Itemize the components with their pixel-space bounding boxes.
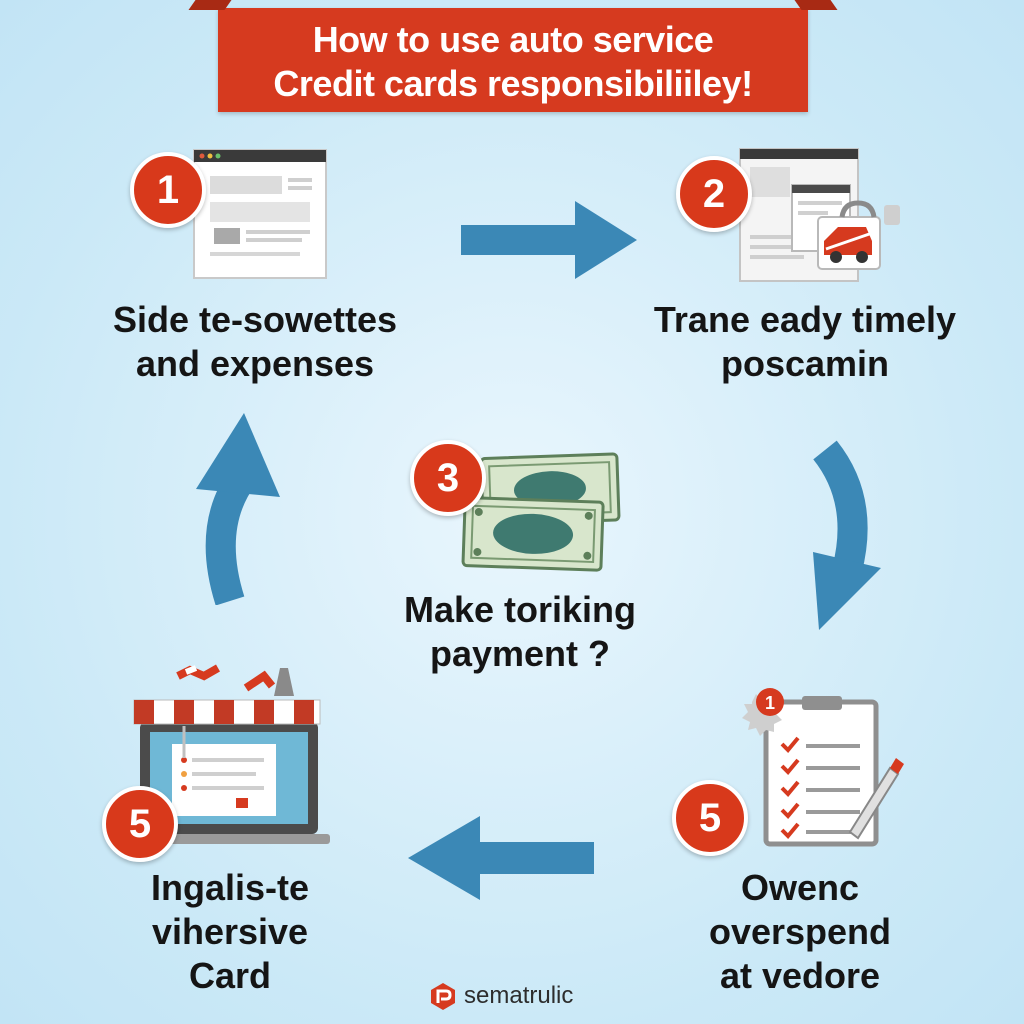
step-5-right-label-line-2: overspend [708, 911, 892, 952]
step-5-left-label-line-1: Ingalis-te [150, 867, 310, 908]
step-1-label: Side te-sowettes and expenses [70, 298, 440, 386]
step-5-right-label-line-1: Owenc [740, 867, 860, 908]
title-banner: How to use auto service Credit cards res… [188, 0, 838, 112]
arrow-right [461, 201, 637, 279]
step-3-badge: 3 [410, 440, 486, 516]
step-5-left-label-line-3: Card [188, 955, 272, 996]
step-3-label-line-1: Make toriking [403, 589, 637, 630]
banner-fold-right [794, 0, 838, 10]
arrow-left [408, 816, 594, 900]
step-5-right-label-line-3: at vedore [719, 955, 881, 996]
browser-window-illustration [193, 149, 327, 279]
brand-footer: sematrulic [428, 980, 573, 1012]
step-1-label-line-1: Side te-sowettes [112, 299, 398, 340]
brand-logo-icon [431, 983, 455, 1010]
laptop-storefront-illustration [128, 664, 330, 844]
step-5-left-label: Ingalis-te vihersive Card [110, 866, 350, 998]
title-line-1: How to use auto service [312, 19, 714, 60]
step-5-right-label: Owenc overspend at vedore [680, 866, 920, 998]
step-2-label-line-1: Trane eady timely [653, 299, 957, 340]
step-2-label-line-2: poscamin [720, 343, 890, 384]
step-2-label: Trane eady timely poscamin [620, 298, 990, 386]
arrow-down [813, 440, 881, 630]
step-1-label-line-2: and expenses [135, 343, 375, 384]
checklist-badge-number: 1 [765, 693, 775, 713]
step-1-badge: 1 [130, 152, 206, 228]
step-3-label: Make toriking payment ? [340, 588, 700, 676]
brand-name: sematrulic [464, 982, 574, 1009]
cash-money-icon [461, 452, 621, 572]
step-3-label-line-2: payment ? [429, 633, 611, 674]
booking-window-illustration [739, 148, 900, 282]
banner-fold-left [188, 0, 232, 10]
arrow-up [196, 413, 280, 605]
step-5-left-badge: 5 [102, 786, 178, 862]
step-5-right-badge: 5 [672, 780, 748, 856]
step-2-badge: 2 [676, 156, 752, 232]
title-line-2: Credit cards responsibiliiley! [273, 63, 753, 104]
step-5-left-label-line-2: vihersive [151, 911, 309, 952]
checklist-clipboard-illustration: 1 [742, 688, 904, 847]
